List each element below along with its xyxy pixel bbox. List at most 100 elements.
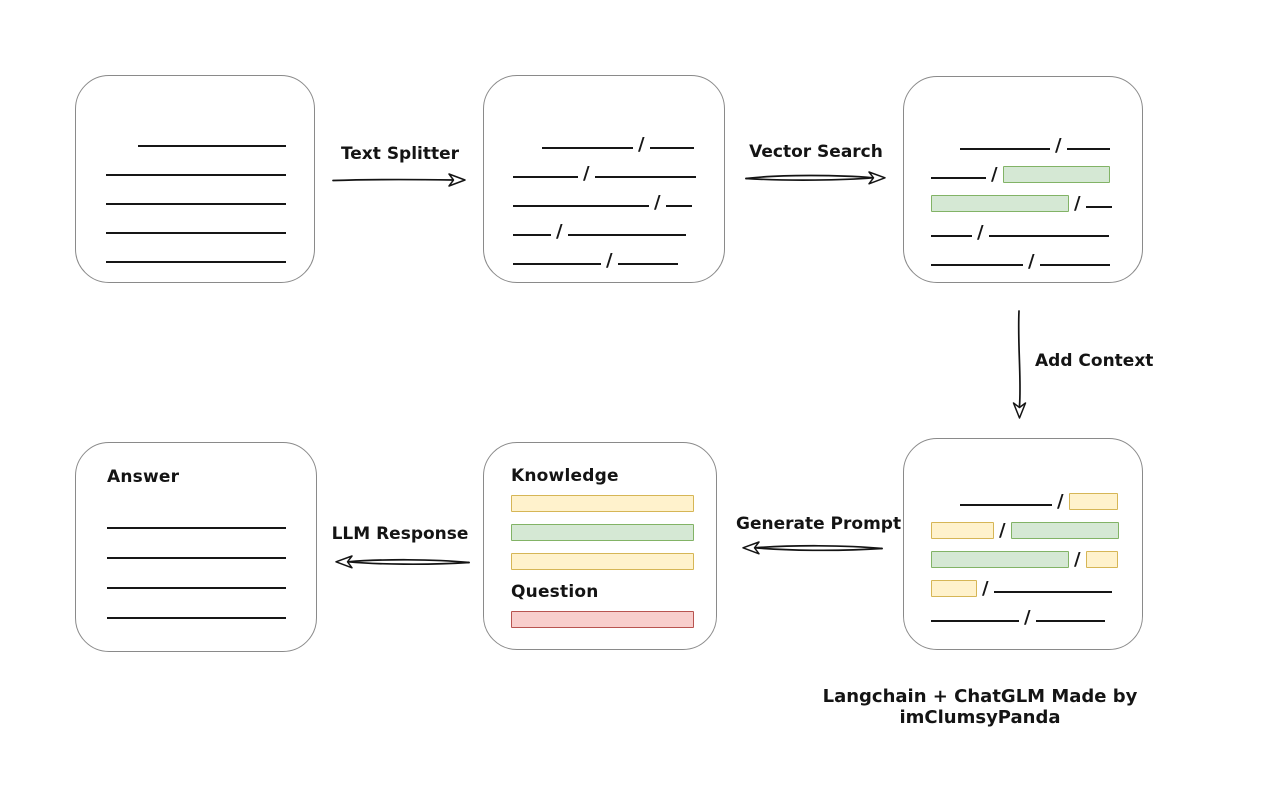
diagram-caption: Langchain + ChatGLM Made by imClumsyPand… [822,686,1138,728]
chunk-row [106,122,314,151]
text-line-segment [513,234,551,236]
right-arrow-icon [745,171,886,185]
chunk-row [106,238,314,267]
slash-separator: / [1024,607,1031,628]
text-line-segment [107,527,286,529]
context-chunk-lines: / / / / / [931,481,1142,628]
green-chunk-bar [511,524,694,541]
chunk-row: / [513,153,724,184]
highlighted-chunk-yellow [931,580,977,597]
text-line-segment [649,147,694,149]
highlighted-chunk-green [1010,522,1119,539]
chunk-row: / [931,154,1142,184]
indent-gap [106,150,138,151]
text-line-segment [107,557,286,559]
slash-separator: / [556,221,563,242]
generate-prompt-label: Generate Prompt [736,514,902,534]
left-arrow-icon [742,541,883,555]
chunk-row: / [513,182,724,213]
highlighted-chunk-yellow [1085,551,1118,568]
slash-separator: / [654,192,661,213]
chunk-row [107,533,316,563]
text-line-segment [1039,264,1110,266]
text-line-segment [107,617,286,619]
slash-separator: / [1055,135,1062,156]
text-line-segment [106,232,286,234]
indent-gap [931,153,960,154]
red-chunk-bar [511,611,694,628]
text-line-segment [138,145,286,147]
chunk-row [106,180,314,209]
document-lines [106,122,314,267]
llm-response-label: LLM Response [331,524,469,544]
yellow-chunk-bar [511,495,694,512]
chunk-row: / [931,597,1142,628]
text-line-segment [567,234,686,236]
llm-response-arrow: LLM Response [329,524,471,572]
generate-prompt-arrow: Generate Prompt [736,514,901,558]
chunk-row [107,563,316,593]
chunk-row: / [931,183,1142,214]
matched-chunks-box: ///// [903,76,1143,283]
text-splitter-arrow: Text Splitter [332,144,468,190]
text-line-segment [107,587,286,589]
slash-separator: / [583,163,590,184]
text-line-segment [993,591,1112,593]
chunk-row [106,151,314,180]
slash-separator: / [1028,251,1035,272]
text-line-segment [106,261,286,263]
chunk-row: / [513,240,724,271]
context-chunks-box: / / / / / [903,438,1143,650]
split-chunk-lines: / / / / / [513,124,724,271]
highlighted-chunk-green [931,195,1069,212]
slash-separator: / [982,578,989,599]
text-line-segment [513,205,649,207]
add-context-label: Add Context [1035,351,1154,371]
chunk-row: / [931,125,1142,156]
slash-separator: / [606,250,613,271]
highlighted-chunk-green [931,551,1069,568]
text-line-segment [1085,206,1112,208]
indent-gap [931,509,960,510]
chunk-row: / [931,539,1142,570]
knowledge-bars [511,495,716,570]
down-arrow-icon [1012,310,1027,419]
chunk-row: / [931,212,1142,243]
prompt-box: Knowledge Question [483,442,717,650]
right-arrow-icon [332,173,466,187]
chunk-row [106,209,314,238]
text-line-segment [931,264,1023,266]
slash-separator: / [1074,193,1081,214]
chunk-row: / [931,510,1142,541]
answer-lines [107,503,316,623]
text-line-segment [931,620,1019,622]
vector-search-label: Vector Search [749,142,883,162]
text-splitter-label: Text Splitter [340,144,460,164]
answer-box: Answer [75,442,317,652]
slash-separator: / [999,520,1006,541]
text-line-segment [106,174,286,176]
text-line-segment [931,177,986,179]
chunk-row: / [931,568,1142,599]
matched-chunk-lines: ///// [931,125,1142,272]
source-document-box [75,75,315,283]
chunk-row: / [931,481,1142,511]
chunk-row: / [513,124,724,154]
chunk-row: / [513,211,724,242]
text-line-segment [1035,620,1105,622]
text-line-segment [1066,148,1110,150]
slash-separator: / [977,222,984,243]
text-line-segment [617,263,678,265]
text-line-segment [513,176,578,178]
highlighted-chunk-yellow [1068,493,1118,510]
text-line-segment [960,148,1050,150]
highlighted-chunk-yellow [931,522,994,539]
text-line-segment [513,263,601,265]
text-line-segment [960,504,1052,506]
chunk-row [107,503,316,533]
text-line-segment [988,235,1109,237]
split-chunks-box: / / / / / [483,75,725,283]
slash-separator: / [1074,549,1081,570]
question-bars [511,611,716,628]
